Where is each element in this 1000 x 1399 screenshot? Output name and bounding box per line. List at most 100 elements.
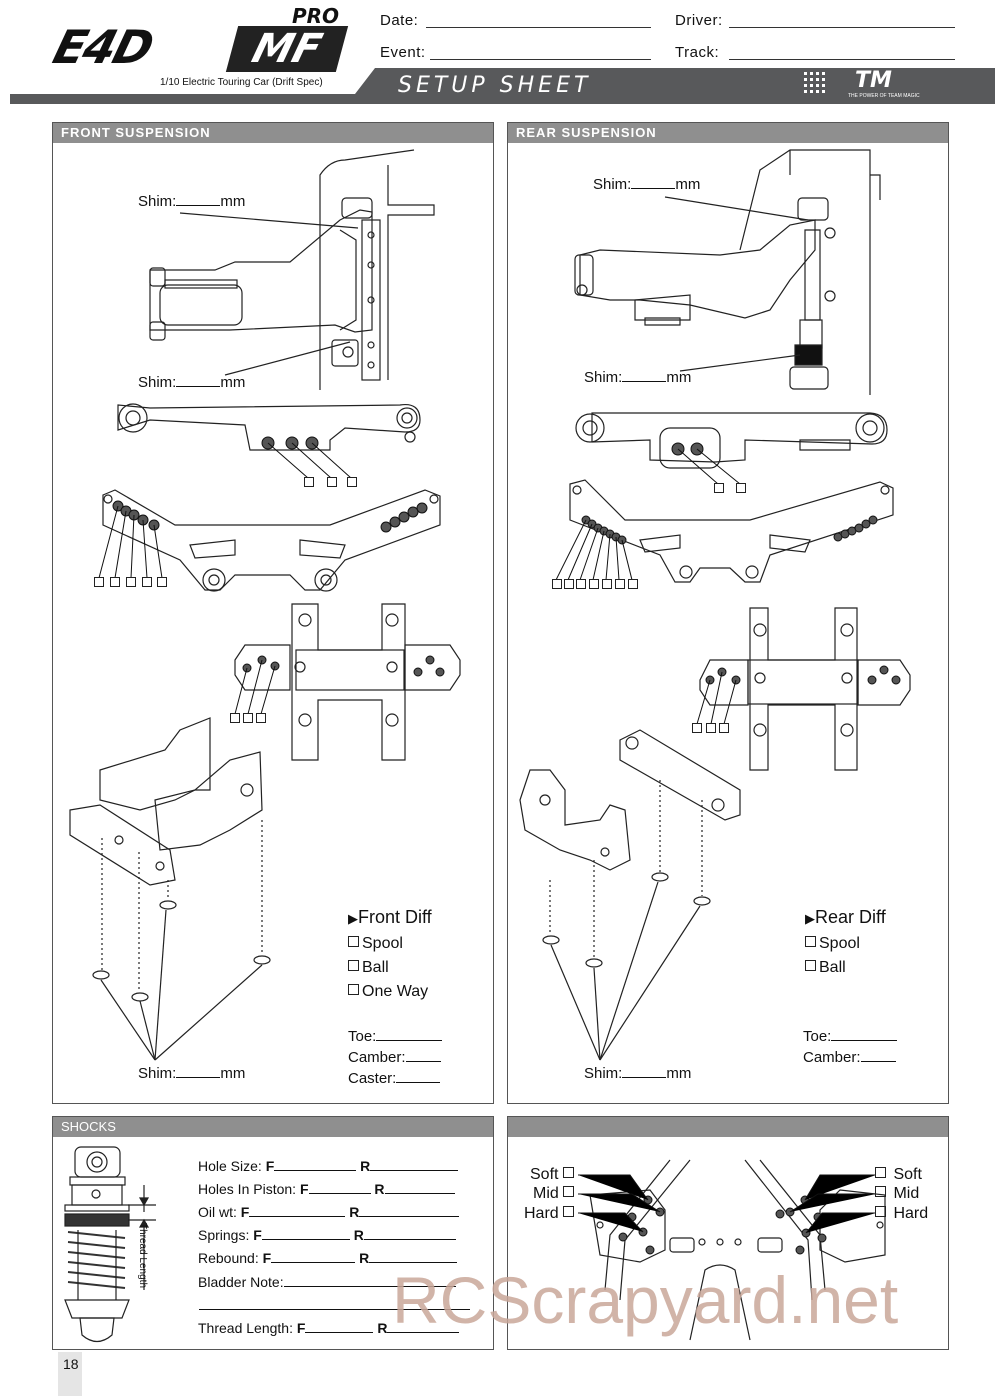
date-line[interactable]	[426, 27, 651, 28]
shock-springs[interactable]: Springs: F R	[198, 1227, 456, 1243]
track-line[interactable]	[729, 59, 955, 60]
event-line[interactable]	[430, 59, 651, 60]
rear-tower-hole-box-1[interactable]	[552, 579, 562, 589]
checkbox-icon[interactable]	[348, 960, 359, 971]
rear-toe-label: Toe:	[803, 1028, 832, 1045]
shock-oil-wt[interactable]: Oil wt: F R	[198, 1204, 460, 1220]
front-tower-hole-box-2[interactable]	[110, 577, 120, 587]
front-camber[interactable]: Camber:	[348, 1049, 441, 1066]
checkbox-icon[interactable]	[805, 936, 816, 947]
driver-line[interactable]	[729, 27, 955, 28]
front-arm-hole-box-3[interactable]	[347, 477, 357, 487]
front-bulkhead-hole-box-1[interactable]	[230, 713, 240, 723]
shock-hole-size-label: Hole Size:	[198, 1158, 262, 1174]
front-lower-shim[interactable]: Shim:mm	[138, 374, 245, 391]
rear-bottom-shim[interactable]: Shim:mm	[584, 1065, 691, 1082]
checkbox-icon[interactable]	[875, 1186, 886, 1197]
event-label: Event:	[380, 44, 426, 61]
rear-tower-hole-box-7[interactable]	[628, 579, 638, 589]
front-arm-hole-box-1[interactable]	[304, 477, 314, 487]
front-upper-shim[interactable]: Shim:mm	[138, 193, 245, 210]
front-arm-hole-box-2[interactable]	[327, 477, 337, 487]
rear-bulkhead-hole-box-3[interactable]	[719, 723, 729, 733]
rear-tower-hole-box-3[interactable]	[576, 579, 586, 589]
rear-upper-shim[interactable]: Shim:mm	[593, 176, 700, 193]
flex-right-soft[interactable]: Soft	[875, 1166, 922, 1184]
rear-upper-shim-label: Shim:	[593, 176, 632, 193]
flex-right-mid[interactable]: Mid	[875, 1185, 919, 1203]
front-diff-option-ball[interactable]: Ball	[348, 959, 389, 977]
brand-logo: TM	[855, 68, 892, 93]
flex-left-hard-label: Hard	[524, 1205, 559, 1222]
front-bulkhead-hole-box-3[interactable]	[256, 713, 266, 723]
front-upper-shim-label: Shim:	[138, 193, 177, 210]
rear-tower-hole-box-6[interactable]	[615, 579, 625, 589]
rear-bottom-shim-label: Shim:	[584, 1065, 623, 1082]
rear-lower-shim[interactable]: Shim:mm	[584, 369, 691, 386]
rear-bulkhead-hole-box-1[interactable]	[692, 723, 702, 733]
flex-left-soft-label: Soft	[530, 1166, 559, 1183]
rear-bulkhead-hole-box-2[interactable]	[706, 723, 716, 733]
front-tower-hole-box-4[interactable]	[142, 577, 152, 587]
front-tower-hole-box-1[interactable]	[94, 577, 104, 587]
rear-diff-title: ▶Rear Diff	[805, 907, 886, 928]
shock-holes-in-piston-r: R	[374, 1181, 385, 1197]
flex-right-hard[interactable]: Hard	[875, 1205, 928, 1223]
logo-pro: PRO	[292, 4, 340, 28]
shock-holes-in-piston[interactable]: Holes In Piston: F R	[198, 1181, 455, 1197]
front-toe[interactable]: Toe:	[348, 1028, 443, 1045]
shock-rebound-r: R	[359, 1250, 370, 1266]
rear-lower-shim-label: Shim:	[584, 369, 623, 386]
front-diff-option-spool[interactable]: Spool	[348, 935, 403, 953]
rear-diff-title-text: Rear Diff	[815, 907, 886, 927]
checkbox-icon[interactable]	[348, 984, 359, 995]
shock-rebound[interactable]: Rebound: F R	[198, 1250, 458, 1266]
date-label: Date:	[380, 12, 419, 29]
front-bottom-shim-label: Shim:	[138, 1065, 177, 1082]
checkbox-icon[interactable]	[348, 936, 359, 947]
shock-bladder-note-line-2[interactable]	[199, 1309, 470, 1310]
shock-bladder-note[interactable]: Bladder Note:	[198, 1274, 456, 1290]
flex-left-soft[interactable]: Soft	[530, 1166, 577, 1184]
rear-tower-hole-box-2[interactable]	[564, 579, 574, 589]
brand-tagline: THE POWER OF TEAM MAGIC	[848, 93, 920, 99]
checkbox-icon[interactable]	[875, 1167, 886, 1178]
checkbox-icon[interactable]	[805, 960, 816, 971]
rear-arm-hole-box-1[interactable]	[714, 483, 724, 493]
front-bulkhead-hole-box-2[interactable]	[243, 713, 253, 723]
shock-hole-size[interactable]: Hole Size: F R	[198, 1158, 459, 1174]
rear-arm-hole-box-2[interactable]	[736, 483, 746, 493]
shock-oil-wt-f: F	[240, 1204, 250, 1220]
front-diff-option-one-way[interactable]: One Way	[348, 983, 428, 1001]
rear-tower-hole-box-4[interactable]	[589, 579, 599, 589]
shock-oil-wt-label: Oil wt:	[198, 1204, 237, 1220]
shock-thread-length[interactable]: Thread Length: F R	[198, 1320, 460, 1336]
shock-rebound-f: F	[262, 1250, 272, 1266]
rear-camber[interactable]: Camber:	[803, 1049, 896, 1066]
track-label: Track:	[675, 44, 720, 61]
rear-diff-option-spool[interactable]: Spool	[805, 935, 860, 953]
front-suspension-title: FRONT SUSPENSION	[53, 123, 493, 143]
rear-diff-option-ball[interactable]: Ball	[805, 959, 846, 977]
checkbox-icon[interactable]	[563, 1206, 575, 1217]
flex-panel	[507, 1116, 949, 1350]
rear-diff-arrow-icon: ▶	[805, 911, 815, 926]
flex-left-mid[interactable]: Mid	[533, 1185, 577, 1203]
front-caster[interactable]: Caster:	[348, 1070, 441, 1087]
shock-thread-length-label: Thread Length:	[198, 1320, 293, 1336]
checkbox-icon[interactable]	[562, 1167, 574, 1178]
front-tower-hole-box-3[interactable]	[126, 577, 136, 587]
shock-thread-length-r: R	[377, 1320, 388, 1336]
flex-panel-title	[508, 1117, 948, 1137]
flex-right-hard-label: Hard	[893, 1205, 929, 1222]
checkbox-icon[interactable]	[563, 1186, 575, 1197]
flex-left-hard[interactable]: Hard	[524, 1205, 577, 1223]
logo-subtitle: 1/10 Electric Touring Car (Drift Spec)	[160, 77, 323, 88]
header-bar-graphic	[10, 68, 995, 104]
front-bottom-shim[interactable]: Shim:mm	[138, 1065, 245, 1082]
front-tower-hole-box-5[interactable]	[157, 577, 167, 587]
front-diff-title: ▶Front Diff	[348, 907, 432, 928]
checkbox-icon[interactable]	[875, 1206, 886, 1217]
rear-tower-hole-box-5[interactable]	[602, 579, 612, 589]
rear-toe[interactable]: Toe:	[803, 1028, 898, 1045]
